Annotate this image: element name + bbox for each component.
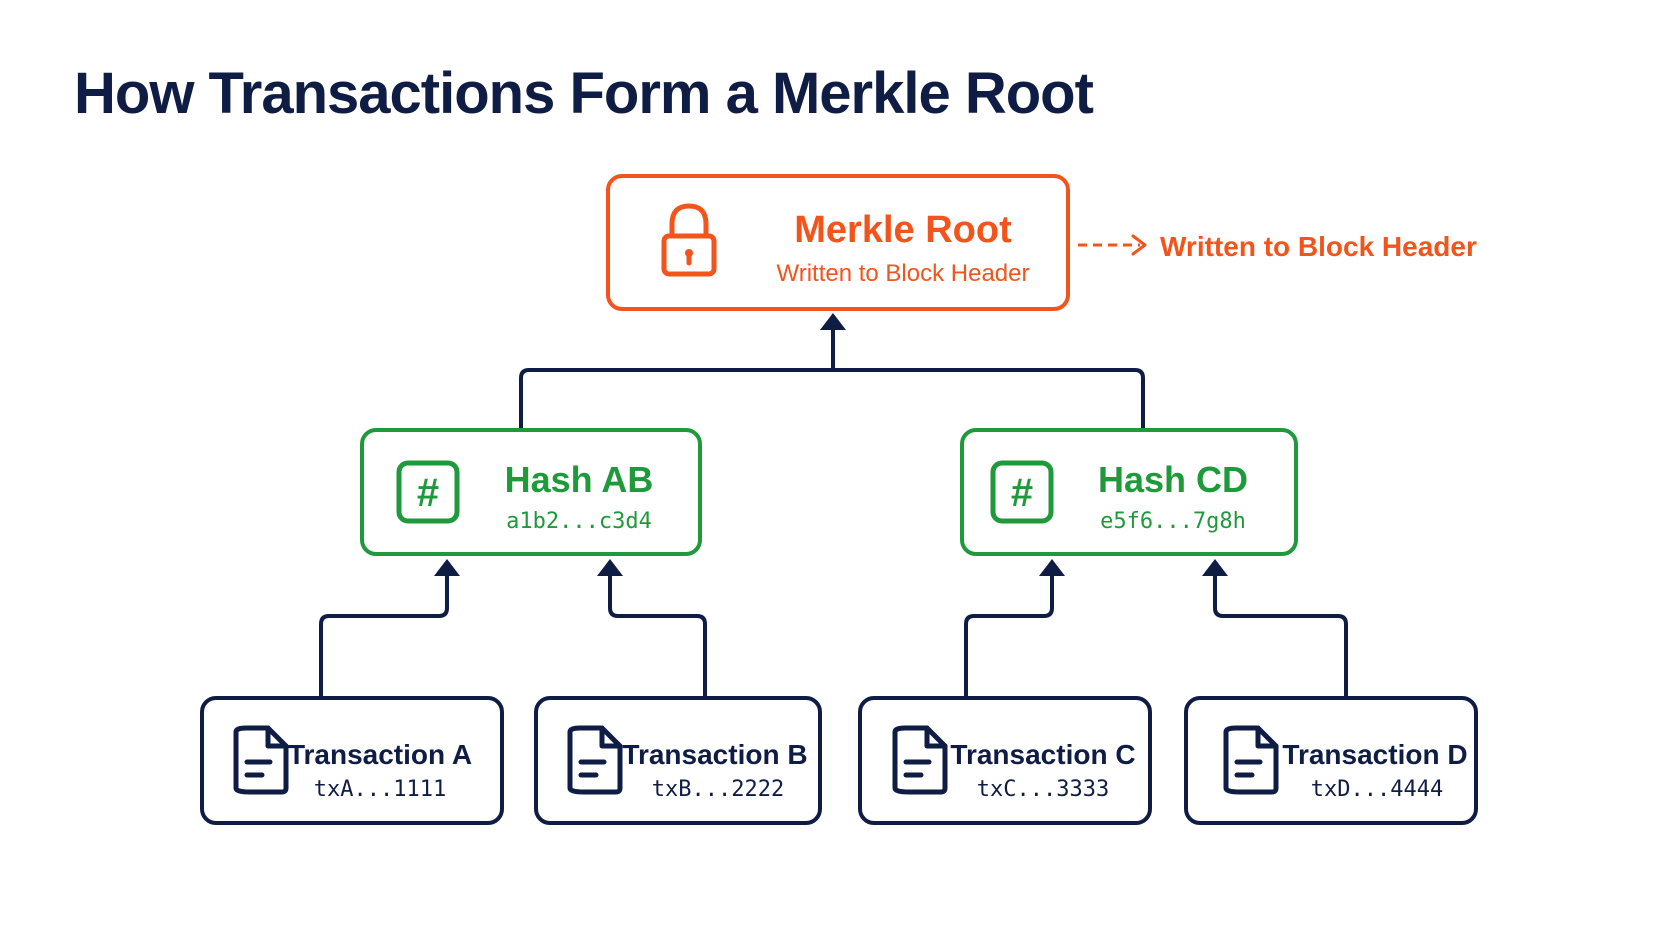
diagram-title: How Transactions Form a Merkle Root [74,61,1094,126]
transaction-c-node: Transaction C txC...3333 [858,696,1152,825]
transaction-c-title: Transaction C [950,739,1135,770]
block-header-label: Written to Block Header [1160,231,1477,262]
transaction-d-node: Transaction D txD...4444 [1184,696,1478,825]
hash-cd-value: e5f6...7g8h [1100,509,1246,534]
svg-text:#: # [1011,471,1033,515]
transaction-a-node: Transaction A txA...1111 [200,696,504,825]
document-icon [233,725,289,795]
merkle-root-node: Merkle Root Written to Block Header [606,174,1070,311]
transaction-d-id: txD...4444 [1311,777,1443,802]
hash-ab-title: Hash AB [505,459,654,500]
hash-ab-value: a1b2...c3d4 [506,509,652,534]
hash-ab-node: # Hash AB a1b2...c3d4 [360,428,702,556]
transaction-a-id: txA...1111 [314,777,446,802]
root-connector [519,313,1145,428]
leaf-connectors [319,559,1348,696]
hash-cd-title: Hash CD [1098,459,1248,500]
transaction-d-title: Transaction D [1282,739,1467,770]
transaction-b-id: txB...2222 [652,777,784,802]
document-icon [892,725,948,795]
hash-icon: # [990,460,1054,524]
merkle-root-subtitle: Written to Block Header [777,260,1030,287]
hash-cd-node: # Hash CD e5f6...7g8h [960,428,1298,556]
transaction-a-title: Transaction A [288,739,472,770]
transaction-b-title: Transaction B [622,739,807,770]
svg-text:#: # [417,471,439,515]
lock-icon [661,203,717,277]
transaction-c-id: txC...3333 [977,777,1109,802]
document-icon [567,725,623,795]
transaction-b-node: Transaction B txB...2222 [534,696,822,825]
hash-icon: # [396,460,460,524]
merkle-root-title: Merkle Root [794,209,1012,251]
block-header-annotation: Written to Block Header [1078,231,1477,262]
document-icon [1223,725,1279,795]
